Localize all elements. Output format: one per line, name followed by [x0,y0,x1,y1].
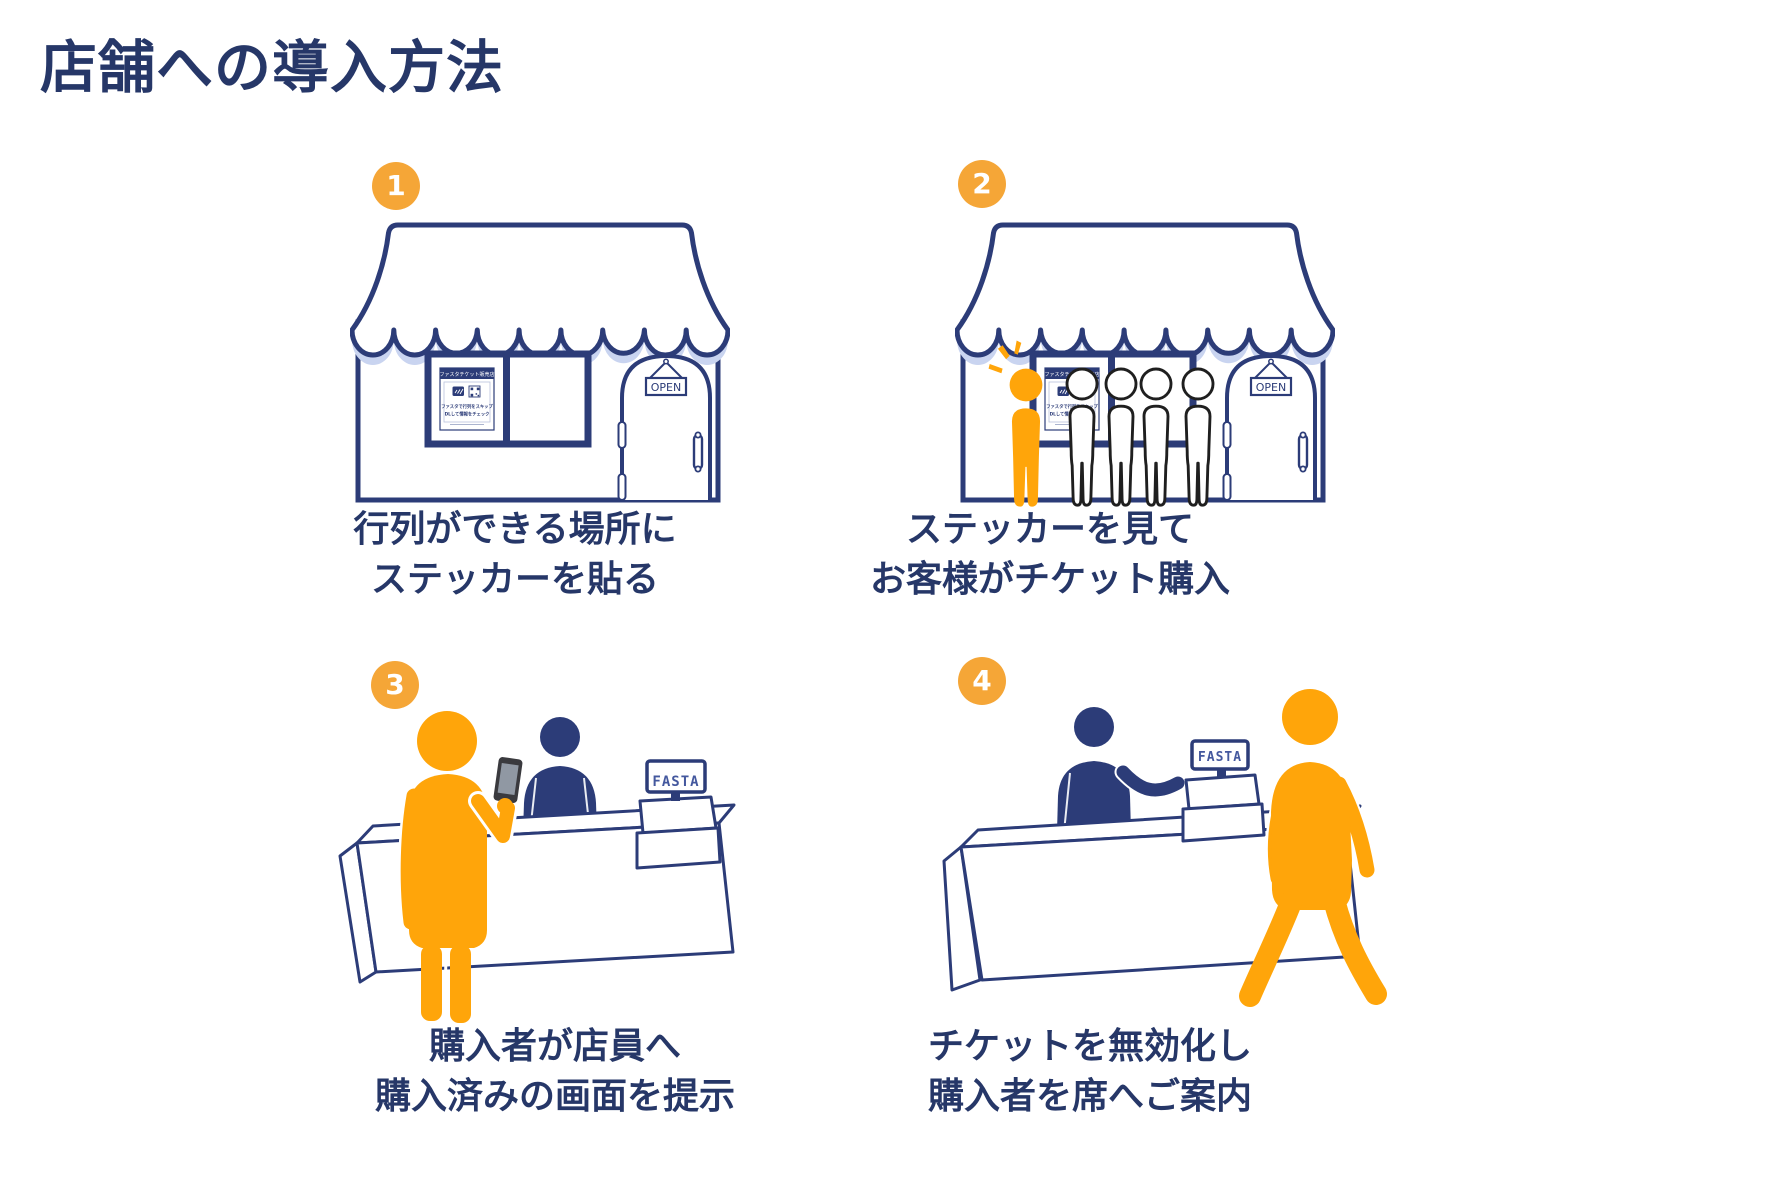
notice-spark [988,363,1003,374]
step-4-number: 4 [972,664,992,697]
caption-line: 行列ができる場所に [353,509,677,550]
hand [497,798,513,814]
leg [450,945,471,1023]
page-title: 店舗への導入方法 [40,35,504,101]
step-1-number: 1 [386,169,406,202]
step-4-badge: 4 [958,657,1006,705]
step-2-badge: 2 [958,160,1006,208]
step-2-number: 2 [972,167,992,200]
walking-customer [1239,689,1387,1007]
step-1-caption: 行列ができる場所に ステッカーを貼る [325,505,705,605]
caption-line: ステッカーを見て [905,509,1194,550]
caption-line: 購入者が店員へ [428,1026,681,1067]
notice-spark [997,345,1010,360]
staff-person-guiding [1057,707,1187,833]
caption-line: チケットを無効化し [927,1026,1252,1067]
register-display-text: FASTA [1198,750,1242,765]
step-3-number: 3 [385,668,405,701]
step-3-badge: 3 [371,661,419,709]
cash-register: FASTA [635,759,722,870]
guiding-arm [1116,765,1185,797]
step-1-storefront-illustration [350,192,730,522]
step-4-caption: チケットを無効化し 購入者を席へご案内 [880,1022,1300,1122]
leg [421,945,442,1021]
step-2-storefront-queue-illustration [955,192,1335,507]
cash-register: FASTA [1181,739,1266,843]
step-2-caption: ステッカーを見て お客様がチケット購入 [860,505,1240,605]
caption-line: 購入済みの画面を提示 [374,1076,735,1117]
front-leg [1323,889,1387,1005]
smartphone [493,757,523,803]
caption-line: 購入者を席へご案内 [927,1076,1252,1117]
right-arm [471,794,515,843]
caption-line: お客様がチケット購入 [869,559,1230,600]
step-3-counter-illustration: FASTA [338,711,736,1023]
noticing-customer [988,340,1043,507]
register-display-text: FASTA [652,774,699,790]
notice-spark [1014,340,1022,355]
step-4-counter-illustration: FASTA [942,689,1387,1007]
step-1-badge: 1 [372,162,420,210]
step-3-caption: 購入者が店員へ 購入済みの画面を提示 [355,1022,755,1122]
caption-line: ステッカーを貼る [370,559,659,600]
buyer-customer [398,711,523,1023]
back-leg [1239,889,1303,1007]
